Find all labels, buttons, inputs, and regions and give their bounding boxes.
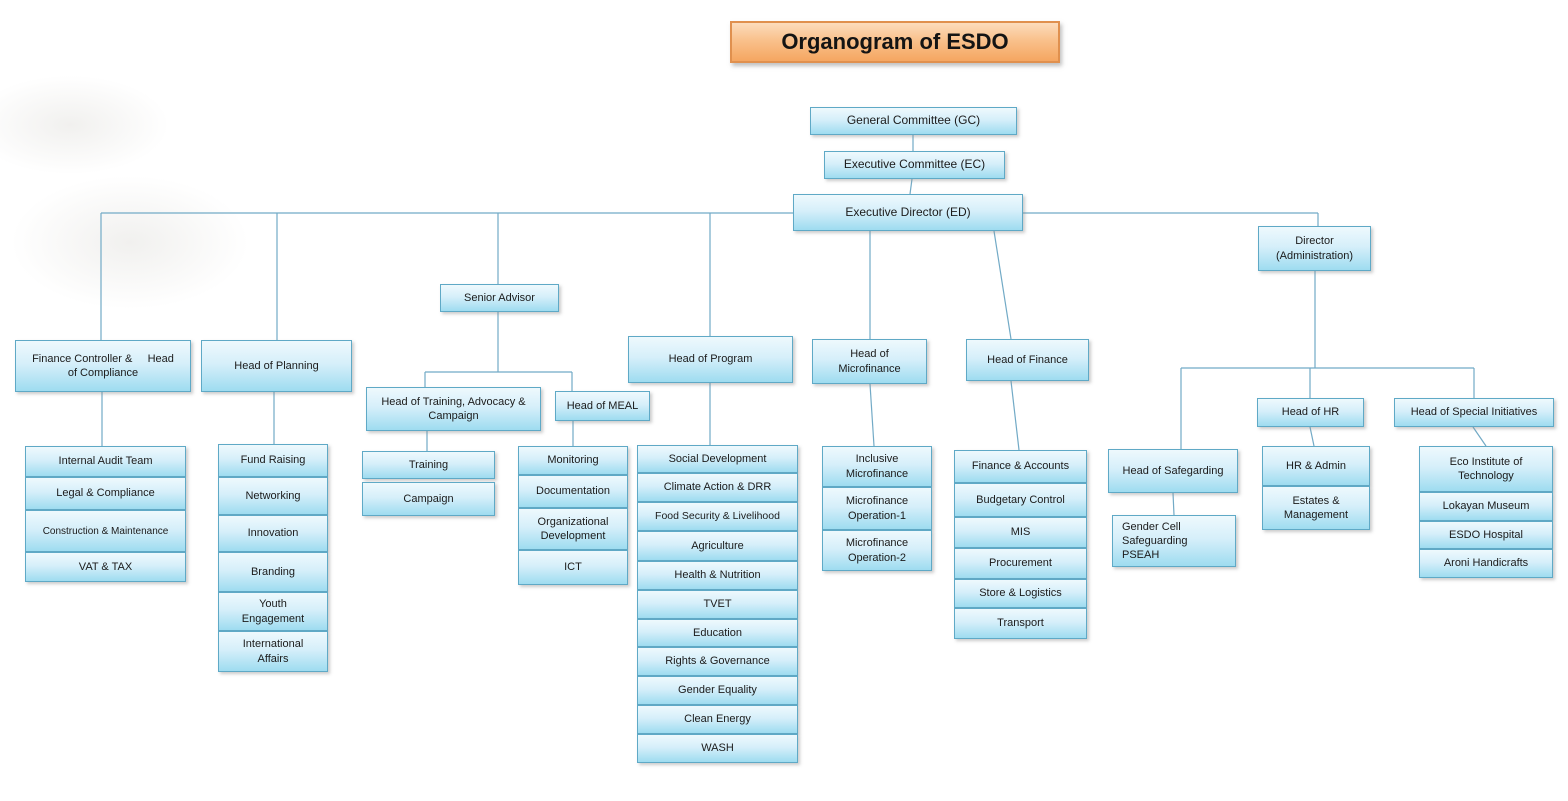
org-node-vat-tax: VAT & TAX <box>25 552 186 582</box>
org-node-mis: MIS <box>954 517 1087 548</box>
org-node-construction-maintenance: Construction & Maintenance <box>25 510 186 552</box>
org-node-head-of-training-advocacy-campaign: Head of Training, Advocacy & Campaign <box>366 387 541 431</box>
org-node-networking: Networking <box>218 477 328 515</box>
org-node-senior-advisor: Senior Advisor <box>440 284 559 312</box>
org-node-international-affairs: International Affairs <box>218 631 328 672</box>
org-node-general-committee: General Committee (GC) <box>810 107 1017 135</box>
org-node-wash: WASH <box>637 734 798 763</box>
org-node-rights-governance: Rights & Governance <box>637 647 798 676</box>
org-node-microfinance-operation-2: Microfinance Operation-2 <box>822 530 932 571</box>
org-node-climate-action-drr: Climate Action & DRR <box>637 473 798 502</box>
org-node-social-development: Social Development <box>637 445 798 473</box>
org-node-budgetary-control: Budgetary Control <box>954 483 1087 517</box>
org-node-inclusive-microfinance: Inclusive Microfinance <box>822 446 932 487</box>
org-node-gender-cell-safeguarding-pseah: Gender Cell Safeguarding PSEAH <box>1112 515 1236 567</box>
org-node-director-administration: Director (Administration) <box>1258 226 1371 271</box>
org-node-head-of-safeguarding: Head of Safegarding <box>1108 449 1238 493</box>
org-node-branding: Branding <box>218 552 328 592</box>
org-node-food-security-livelihood: Food Security & Livelihood <box>637 502 798 531</box>
org-node-innovation: Innovation <box>218 515 328 552</box>
org-node-fund-raising: Fund Raising <box>218 444 328 477</box>
org-node-youth-engagement: Youth Engagement <box>218 592 328 631</box>
org-node-microfinance-operation-1: Microfinance Operation-1 <box>822 487 932 530</box>
org-node-education: Education <box>637 619 798 647</box>
org-node-finance-controller-head-of-compliance: Finance Controller & Head of Compliance <box>15 340 191 392</box>
org-node-head-of-meal: Head of MEAL <box>555 391 650 421</box>
org-node-ict: ICT <box>518 550 628 585</box>
org-node-head-of-finance: Head of Finance <box>966 339 1089 381</box>
org-node-executive-committee: Executive Committee (EC) <box>824 151 1005 179</box>
org-node-gender-equality: Gender Equality <box>637 676 798 705</box>
org-node-internal-audit-team: Internal Audit Team <box>25 446 186 477</box>
org-node-head-of-program: Head of Program <box>628 336 793 383</box>
org-node-clean-energy: Clean Energy <box>637 705 798 734</box>
org-node-store-logistics: Store & Logistics <box>954 579 1087 608</box>
org-node-finance-accounts: Finance & Accounts <box>954 450 1087 483</box>
org-node-procurement: Procurement <box>954 548 1087 579</box>
org-node-tvet: TVET <box>637 590 798 619</box>
org-node-head-of-microfinance: Head of Microfinance <box>812 339 927 384</box>
page-title: Organogram of ESDO <box>730 21 1060 63</box>
org-node-executive-director: Executive Director (ED) <box>793 194 1023 231</box>
org-node-agriculture: Agriculture <box>637 531 798 561</box>
org-node-training: Training <box>362 451 495 479</box>
org-node-transport: Transport <box>954 608 1087 639</box>
org-node-health-nutrition: Health & Nutrition <box>637 561 798 590</box>
org-node-campaign: Campaign <box>362 482 495 516</box>
org-node-estates-management: Estates & Management <box>1262 486 1370 530</box>
org-node-legal-compliance: Legal & Compliance <box>25 477 186 510</box>
org-node-head-of-hr: Head of HR <box>1257 398 1364 427</box>
org-node-organizational-development: Organizational Development <box>518 508 628 550</box>
org-node-eco-institute-of-technology: Eco Institute of Technology <box>1419 446 1553 492</box>
org-node-lokayan-museum: Lokayan Museum <box>1419 492 1553 521</box>
org-node-documentation: Documentation <box>518 475 628 508</box>
org-node-head-of-planning: Head of Planning <box>201 340 352 392</box>
org-node-hr-admin: HR & Admin <box>1262 446 1370 486</box>
org-node-head-of-special-initiatives: Head of Special Initiatives <box>1394 398 1554 427</box>
org-node-aroni-handicrafts: Aroni Handicrafts <box>1419 549 1553 578</box>
org-node-esdo-hospital: ESDO Hospital <box>1419 521 1553 549</box>
org-node-monitoring: Monitoring <box>518 446 628 475</box>
